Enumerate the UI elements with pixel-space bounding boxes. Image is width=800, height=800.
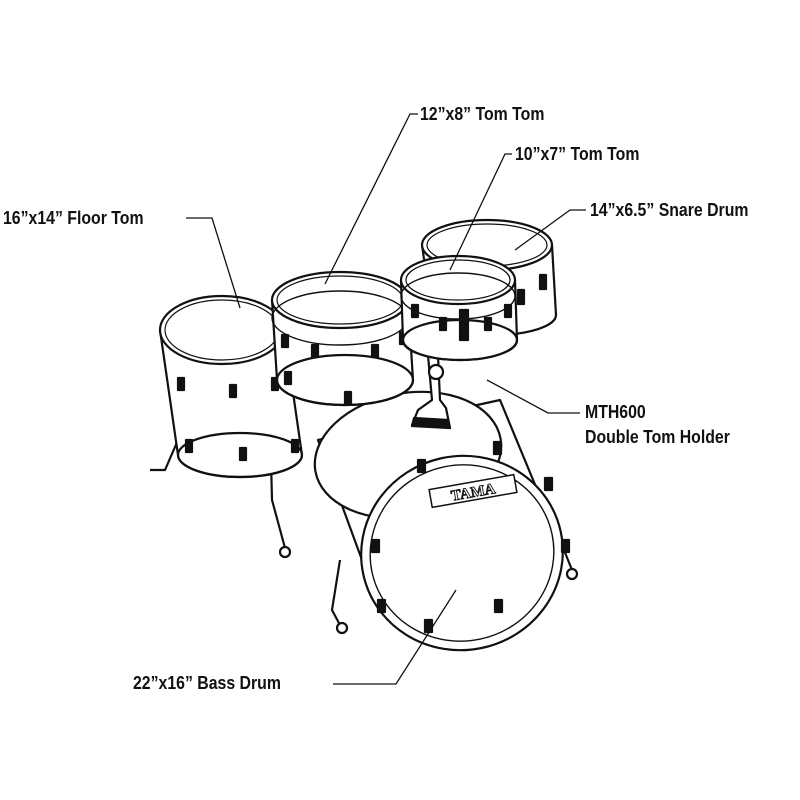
tama-logo: TAMA [428, 473, 518, 509]
tom-tom-10 [399, 254, 519, 362]
leader-snare [514, 209, 586, 251]
leader-tom10 [449, 153, 512, 271]
leader-holder [486, 379, 580, 414]
leader-bass [333, 589, 457, 685]
label-holder-model: MTH600 [585, 402, 646, 422]
label-tom-tom-12: 12”x8” Tom Tom [420, 104, 545, 124]
leader-floor [186, 217, 241, 309]
tom-holder [410, 353, 452, 430]
label-tom-tom-10: 10”x7” Tom Tom [515, 144, 640, 164]
label-holder-name: Double Tom Holder [585, 427, 730, 447]
label-snare-drum: 14”x6.5” Snare Drum [590, 200, 749, 220]
tom-tom-12 [270, 270, 415, 407]
leader-tom12 [324, 113, 418, 285]
label-floor-tom: 16”x14” Floor Tom [3, 208, 144, 228]
leader-lines [186, 113, 586, 685]
label-bass-drum: 22”x16” Bass Drum [133, 673, 281, 693]
